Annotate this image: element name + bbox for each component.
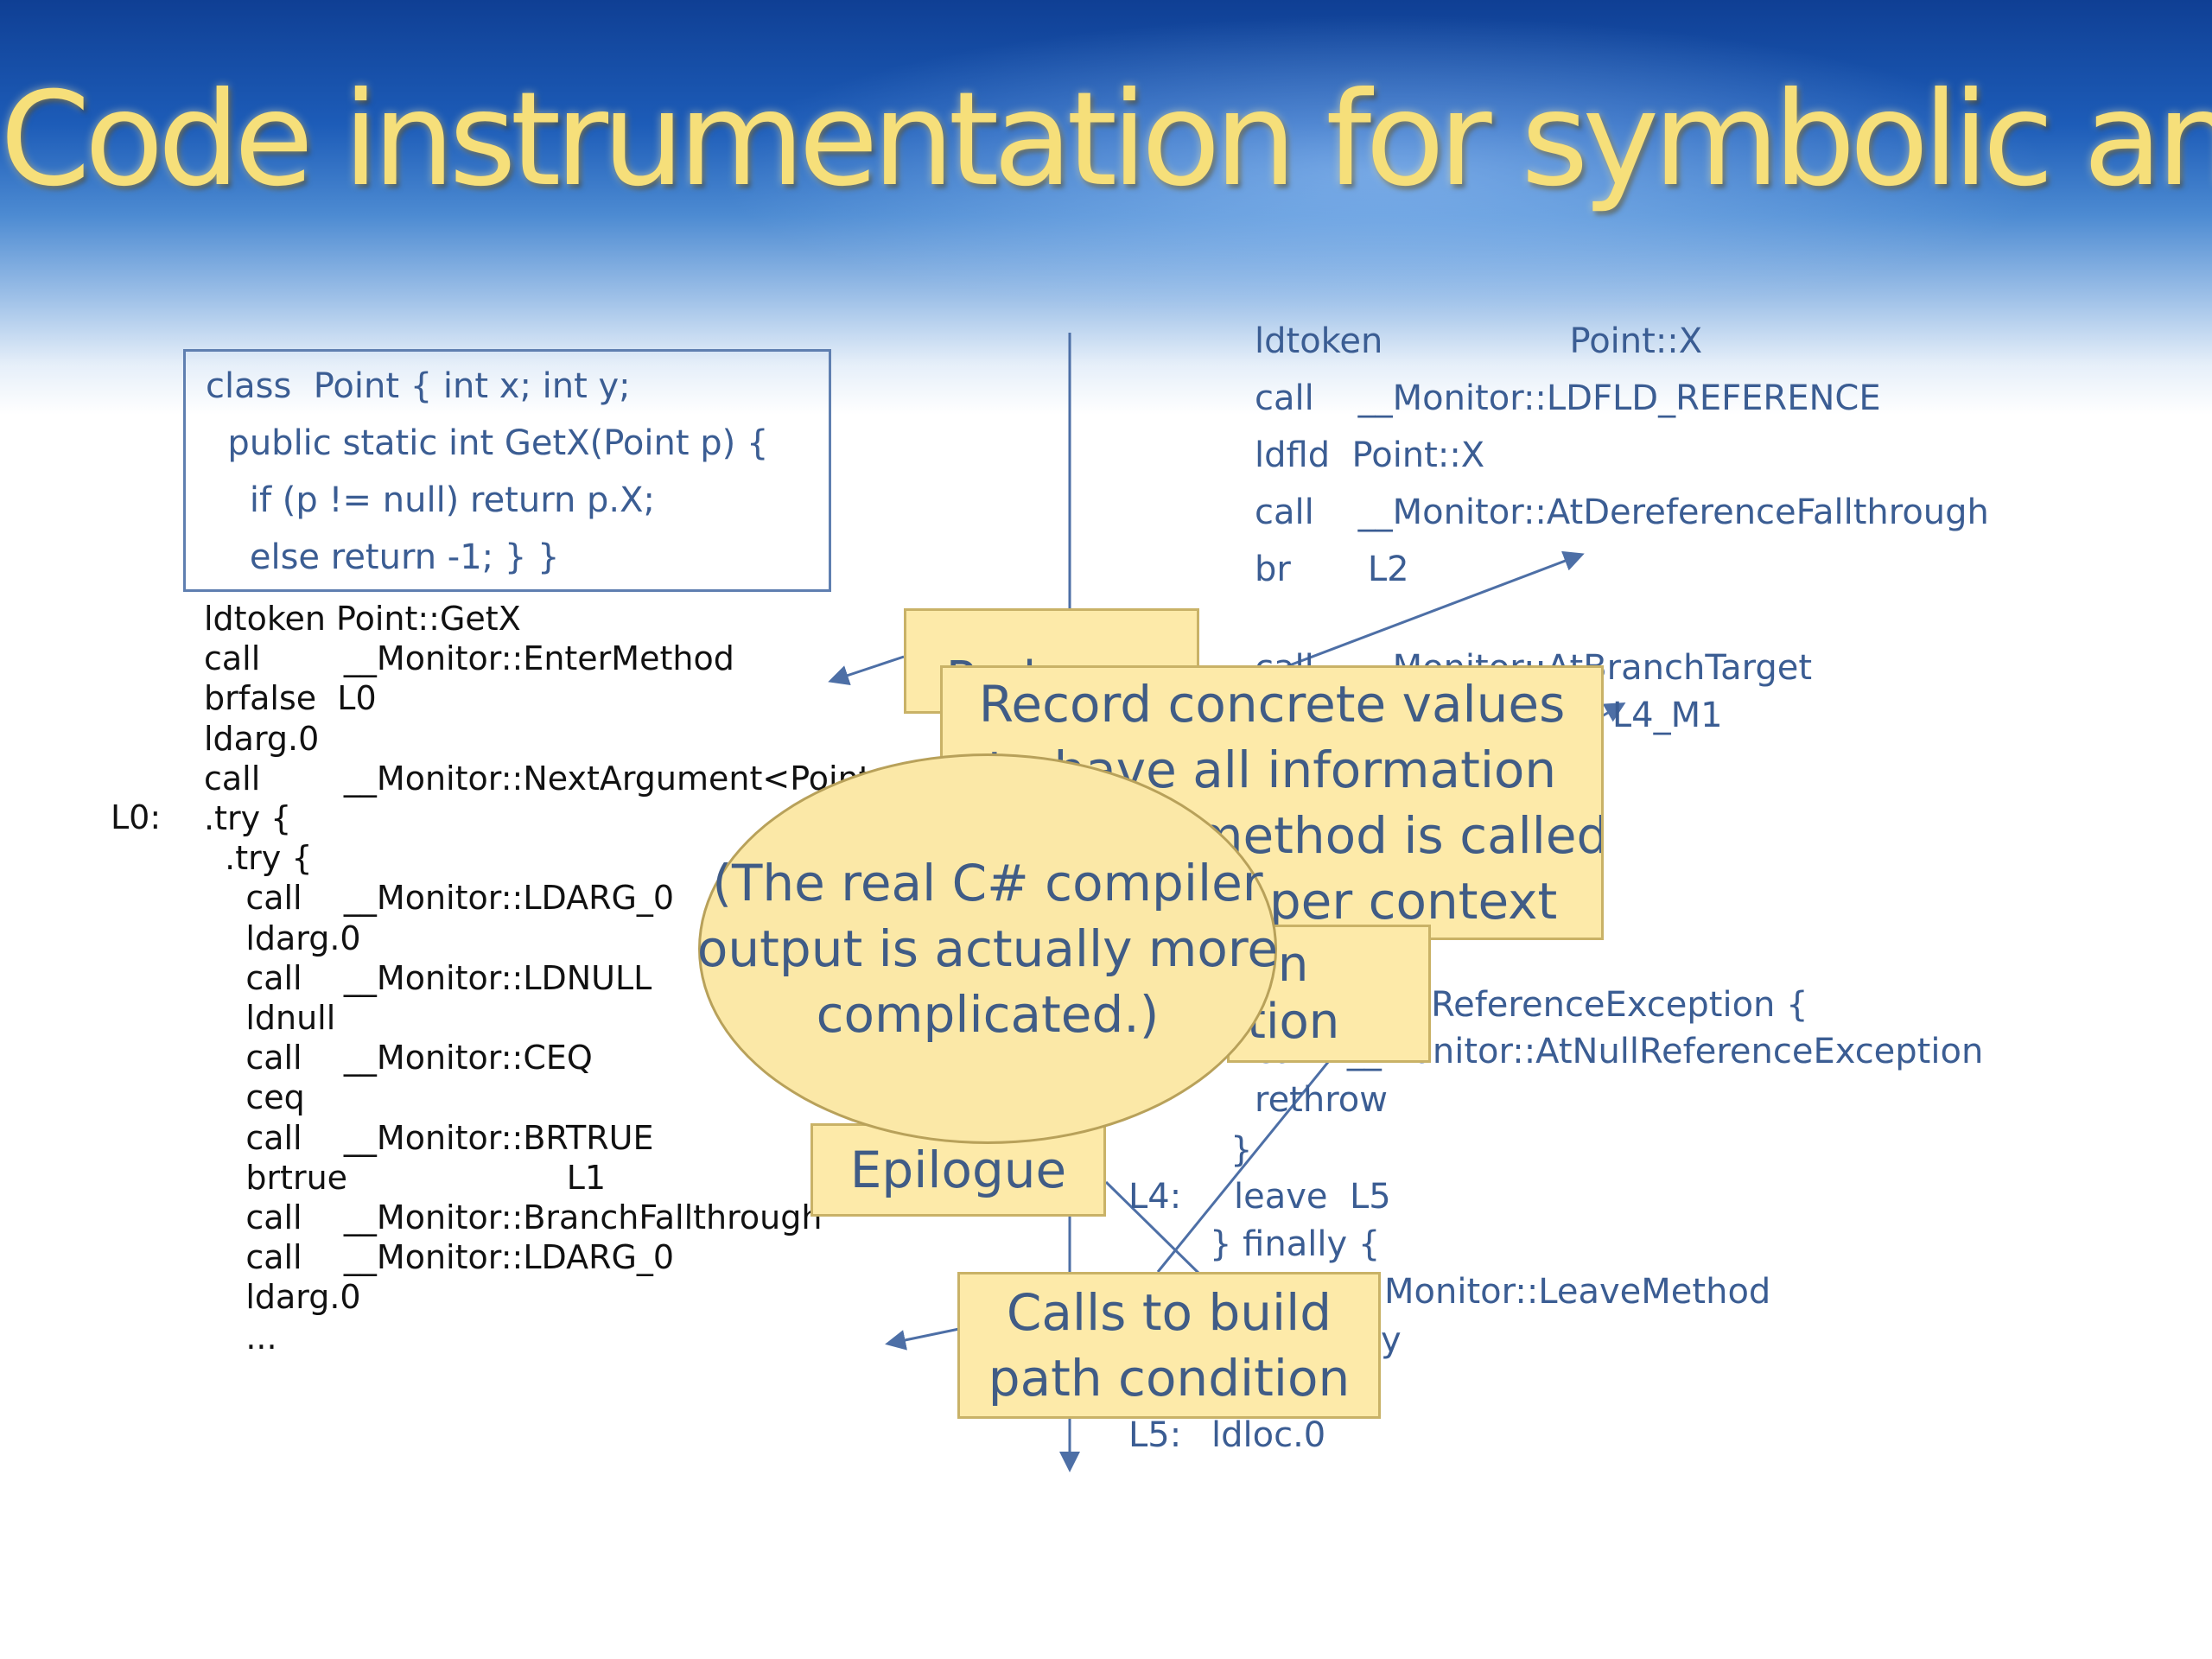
code-fragment-leave: leave L5 (1234, 1177, 1391, 1217)
code-fragment-rethrow: rethrow (1255, 1080, 1388, 1120)
arrow-record-to-top (1266, 550, 1585, 676)
code-line: ldtoken Point::GetX (204, 600, 521, 638)
compiler-note-line: output is actually more (696, 919, 1279, 978)
code-line: ldarg.0 (204, 1278, 361, 1317)
code-fragment-ldloc: ldloc.0 (1211, 1415, 1326, 1455)
code-line: .try { (204, 839, 313, 878)
code-fragment-y: y (1381, 1320, 1402, 1360)
code-fragment-brace: } (1230, 1130, 1253, 1170)
line-epilogue-to-path (1104, 1180, 1205, 1279)
code-line: .try { (204, 799, 292, 838)
arrow-path-to-left (885, 1327, 960, 1351)
code-fragment-null-ref: lReferenceException { (1421, 985, 1808, 1025)
code-fragment-finally: } finally { (1210, 1224, 1381, 1264)
code-line: call __Monitor::NextArgument<Point> (204, 759, 899, 798)
code-line: ldfld Point::X (1255, 435, 1485, 475)
record-line: Record concrete values (978, 675, 1566, 734)
code-line: ceq (204, 1078, 305, 1117)
label-l0: L0: (111, 798, 162, 836)
path-condition-callout: Calls to build path condition (957, 1272, 1381, 1419)
code-line: ldnull (204, 999, 336, 1038)
code-fragment-leave-method: Monitor::LeaveMethod (1384, 1272, 1771, 1312)
source-line: if (p != null) return p.X; (206, 480, 655, 520)
code-line: ldarg.0 (204, 918, 361, 957)
compiler-note-ellipse: (The real C# compiler output is actually… (696, 753, 1279, 1144)
code-line: call __Monitor::LDARG_0 (204, 879, 675, 918)
code-line: brfalse L0 (204, 679, 377, 718)
compiler-note-line: complicated.) (816, 985, 1160, 1044)
slide-title: Code instrumentation for symbolic analys… (0, 65, 2212, 215)
code-line: ldarg.0 (204, 719, 320, 758)
hidden-callout-line: n (1277, 937, 1309, 993)
path-condition-line: path condition (988, 1349, 1351, 1408)
code-line: ... (204, 1318, 277, 1357)
code-line: call __Monitor::BranchFallthrough (204, 1198, 823, 1237)
code-fragment-l4: L4: (1128, 1177, 1182, 1217)
code-line: call __Monitor::LDARG_0 (204, 1238, 675, 1277)
source-code-box (183, 349, 831, 592)
code-fragment-l5: L5: (1128, 1415, 1182, 1455)
arrow-prologue-to-left (828, 655, 905, 686)
code-line: call __Monitor::LDNULL (204, 958, 652, 997)
code-line: call __Monitor::EnterMethod (204, 639, 734, 678)
title-banner-glow (0, 0, 2212, 415)
code-line: brtrue L1 (204, 1158, 607, 1197)
source-line: public static int GetX(Point p) { (206, 423, 769, 463)
path-condition-line: Calls to build (1006, 1283, 1332, 1342)
code-line: call __Monitor::BRTRUE (204, 1118, 654, 1157)
source-line: else return -1; } } (206, 537, 560, 577)
code-line: br L2 (1255, 550, 1409, 589)
source-code: class Point { int x; int y; public stati… (206, 358, 768, 586)
code-line: ldtoken Point::X (1255, 321, 1703, 361)
code-line: call __Monitor::LDFLD_REFERENCE (1255, 378, 1881, 418)
code-line: call __Monitor::CEQ (204, 1039, 593, 1077)
epilogue-label: Epilogue (849, 1141, 1067, 1199)
compiler-note-line: (The real C# compiler (712, 854, 1263, 912)
code-line: call __Monitor::AtDereferenceFallthrough (1255, 493, 1989, 532)
source-line: class Point { int x; int y; (206, 366, 631, 406)
